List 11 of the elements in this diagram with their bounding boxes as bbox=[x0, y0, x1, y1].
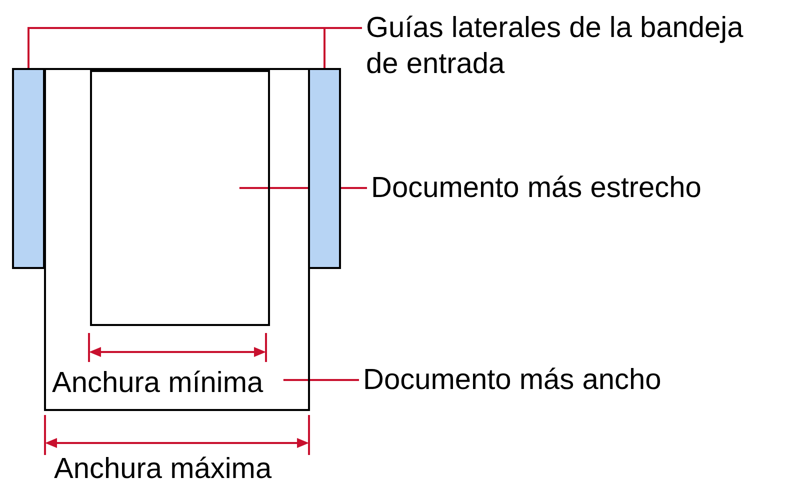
leader-line bbox=[324, 27, 362, 68]
callout-text: Guías laterales de la bandeja de entrada bbox=[366, 10, 778, 82]
side-guide bbox=[12, 68, 45, 269]
narrow-document bbox=[90, 70, 270, 326]
leader-line bbox=[283, 379, 359, 381]
wide-document bbox=[44, 68, 310, 411]
callout-text: Documento más estrecho bbox=[371, 170, 771, 206]
side-guide bbox=[308, 68, 341, 269]
dimension-label: Anchura mínima bbox=[52, 366, 264, 400]
callout-text: Documento más ancho bbox=[363, 362, 763, 398]
dimension-label: Anchura máxima bbox=[54, 452, 272, 485]
